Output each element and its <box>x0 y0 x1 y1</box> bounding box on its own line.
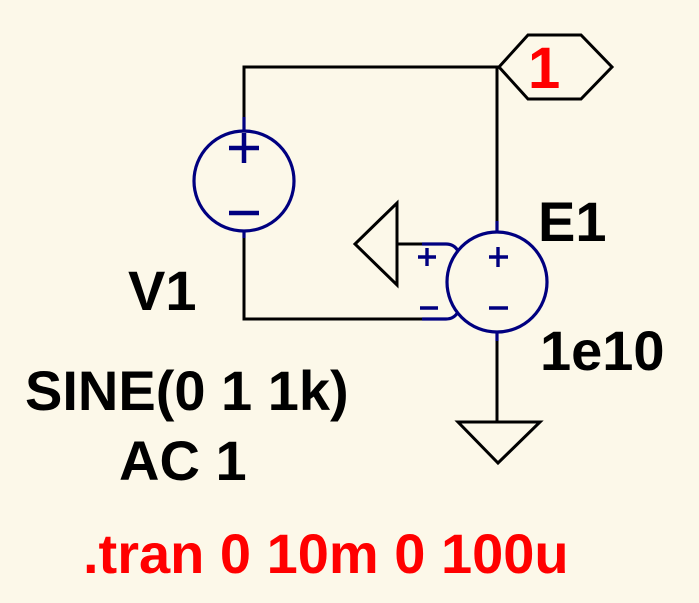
wires <box>242 65 499 422</box>
net-flag-outline <box>496 33 615 101</box>
spice-directive[interactable]: .tran 0 10m 0 100u <box>83 522 569 585</box>
vcvs-e1-symbol[interactable] <box>418 221 549 341</box>
v1-circle <box>192 129 296 233</box>
net-label-flag[interactable]: 1 <box>496 33 615 101</box>
v1-value-label[interactable]: SINE(0 1 1k) <box>25 359 349 422</box>
ground-icon[interactable] <box>454 420 544 466</box>
e1-value-label[interactable]: 1e10 <box>540 319 665 382</box>
e1-ctrl-minus-pin <box>422 311 460 321</box>
voltage-source-v1-symbol[interactable] <box>192 117 296 238</box>
e1-name-label[interactable]: E1 <box>538 190 607 253</box>
net-label-text: 1 <box>528 36 560 101</box>
e1-circle <box>445 230 549 334</box>
ground-rotated-icon[interactable] <box>352 199 399 289</box>
v1-value-label-2[interactable]: AC 1 <box>119 429 247 492</box>
e1-ctrl-plus-pin <box>422 242 460 252</box>
v1-name-label[interactable]: V1 <box>128 259 197 322</box>
